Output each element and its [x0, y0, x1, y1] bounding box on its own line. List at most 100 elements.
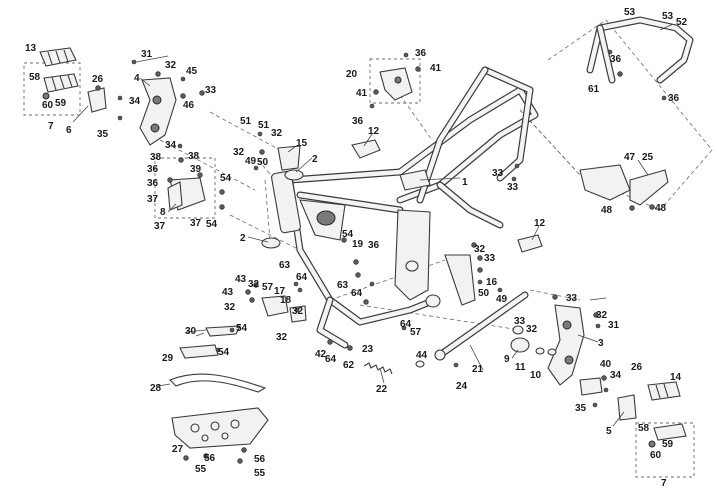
- callout-48: 48: [601, 205, 613, 216]
- callout-2: 2: [312, 154, 318, 165]
- callout-5: 5: [606, 426, 612, 437]
- callout-6: 6: [66, 125, 72, 136]
- bushing-33: [512, 325, 524, 335]
- callout-50: 50: [478, 288, 490, 299]
- callout-34: 34: [165, 140, 177, 151]
- callout-32: 32: [276, 332, 288, 343]
- callout-10: 10: [530, 370, 542, 381]
- callout-24: 24: [456, 381, 468, 392]
- callout-52: 52: [676, 17, 688, 28]
- bushing-9: [510, 337, 530, 353]
- callout-35: 35: [575, 403, 587, 414]
- callout-12: 12: [368, 126, 380, 137]
- bracket-15: [277, 145, 301, 171]
- footpeg-left-top: [39, 47, 77, 67]
- callout-7: 7: [48, 121, 54, 132]
- callout-26: 26: [631, 362, 643, 373]
- callout-13: 13: [25, 43, 37, 54]
- callout-57: 57: [410, 327, 422, 338]
- callout-36: 36: [415, 48, 427, 59]
- rear-mount-bracket-25: [629, 169, 669, 206]
- callout-51: 51: [240, 116, 252, 127]
- callout-36: 36: [368, 240, 380, 251]
- callout-32: 32: [474, 244, 486, 255]
- callout-14: 14: [670, 372, 682, 383]
- callout-7: 7: [661, 478, 667, 489]
- callout-33: 33: [484, 253, 496, 264]
- callout-32: 32: [165, 60, 177, 71]
- callout-38: 38: [188, 151, 200, 162]
- callout-37: 37: [190, 218, 202, 229]
- callout-56: 56: [204, 453, 216, 464]
- callout-63: 63: [337, 280, 349, 291]
- footpeg-right: [647, 381, 681, 401]
- callout-38: 38: [150, 152, 162, 163]
- footpeg-right-kit: [648, 423, 687, 448]
- callout-11: 11: [515, 362, 526, 373]
- callout-35: 35: [97, 129, 109, 140]
- callout-32: 32: [248, 279, 260, 290]
- callout-61: 61: [588, 84, 600, 95]
- spacer-44: [415, 360, 425, 368]
- callout-64: 64: [400, 319, 412, 330]
- callout-40: 40: [600, 359, 612, 370]
- callout-2: 2: [240, 233, 246, 244]
- callout-41: 41: [356, 88, 368, 99]
- spacer-11: [535, 347, 545, 355]
- callout-33: 33: [566, 293, 578, 304]
- callout-60: 60: [650, 450, 662, 461]
- callout-36: 36: [147, 178, 159, 189]
- main-frame: [261, 66, 539, 349]
- footpeg-left-kit: [42, 73, 79, 100]
- callout-39: 39: [190, 164, 202, 175]
- callout-32: 32: [224, 302, 236, 313]
- callout-15: 15: [296, 138, 308, 149]
- engine-mount-bracket: [167, 177, 206, 211]
- rear-mount-bracket-47: [579, 164, 631, 201]
- callout-63: 63: [279, 260, 291, 271]
- callout-1: 1: [462, 177, 468, 188]
- callout-21: 21: [472, 364, 484, 375]
- callout-36: 36: [352, 116, 364, 127]
- callout-18: 18: [280, 295, 292, 306]
- callout-57: 57: [262, 282, 274, 293]
- callout-19: 19: [352, 239, 364, 250]
- callout-46: 46: [183, 100, 195, 111]
- footpeg-kit-box-right: [635, 422, 695, 478]
- bracket-18: [261, 295, 289, 317]
- callout-17: 17: [274, 286, 286, 297]
- bracket-12-lower: [517, 234, 543, 253]
- callout-53: 53: [624, 7, 636, 18]
- skid-plate: [171, 407, 269, 449]
- callout-64: 64: [325, 354, 337, 365]
- bracket-28: [169, 373, 267, 393]
- callout-42: 42: [315, 349, 327, 360]
- callout-50: 50: [257, 157, 269, 168]
- callout-64: 64: [351, 288, 363, 299]
- rear-grab-rail: [586, 16, 694, 84]
- engine-mount-box: [154, 157, 216, 219]
- callout-labels: 1 2 2 3 4 5 6 7 7 8 9 10 11 12 12 13 14 …: [25, 7, 688, 489]
- callout-29: 29: [162, 353, 174, 364]
- callout-12: 12: [534, 218, 546, 229]
- callout-16: 16: [486, 277, 498, 288]
- callout-20: 20: [346, 69, 358, 80]
- callout-8: 8: [160, 207, 166, 218]
- callout-22: 22: [376, 384, 388, 395]
- callout-48: 48: [655, 203, 667, 214]
- callout-37: 37: [154, 221, 166, 232]
- callout-32: 32: [526, 324, 538, 335]
- callout-54: 54: [236, 323, 248, 334]
- callout-64: 64: [296, 272, 308, 283]
- callout-58: 58: [29, 72, 41, 83]
- bracket-29: [179, 344, 219, 359]
- callout-54: 54: [218, 347, 230, 358]
- callout-36: 36: [147, 164, 159, 175]
- callout-32: 32: [596, 310, 608, 321]
- callout-36: 36: [668, 93, 680, 104]
- callout-4: 4: [134, 73, 140, 84]
- callout-49: 49: [245, 156, 257, 167]
- callout-53: 53: [662, 11, 674, 22]
- callout-9: 9: [504, 354, 510, 365]
